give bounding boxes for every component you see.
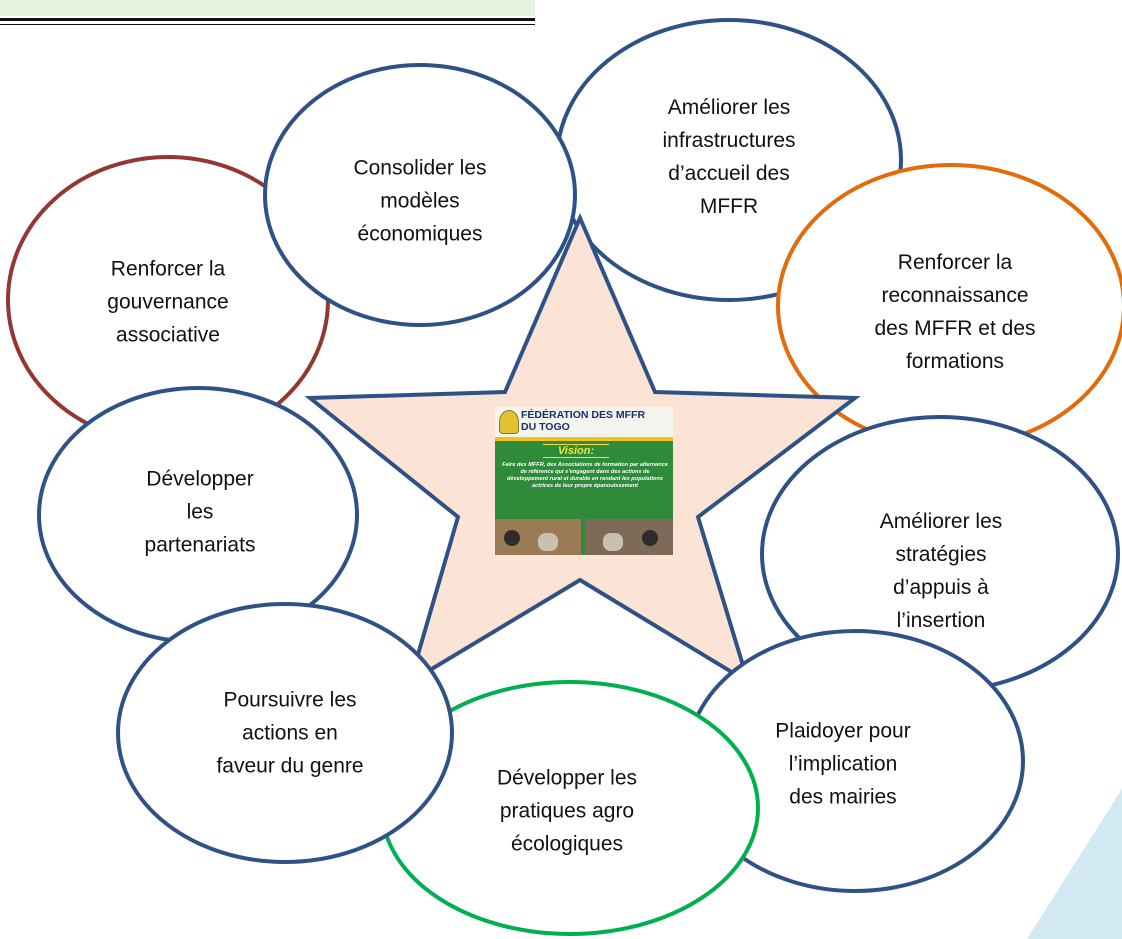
poster-title-line2: DU TOGO [521,421,570,433]
person-shape [503,529,520,546]
person-shape [602,533,623,552]
label-line: Renforcer la [110,257,226,281]
label-line: Renforcer la [897,251,1013,274]
label-line: Poursuivre les [223,688,357,712]
label-line: Améliorer les [879,510,1003,533]
photo-classroom-right [585,519,673,555]
label-insertion: Améliorer les stratégies d’appuis à l’inser… [880,505,1003,637]
label-line: Améliorer les [667,96,791,119]
poster-title: FÉDÉRATION DES MFFR DU TOGO [521,409,645,433]
label-mairies: Plaidoyer pour l’implication des mairies [775,715,910,814]
label-line: économiques [357,222,483,246]
poster-vision-text: Faire des MFFR, des Associations de form… [502,462,668,489]
label-line: les [186,500,214,524]
label-line: Plaidoyer pour [775,719,911,743]
person-shape [538,533,558,552]
header-rule [0,18,535,21]
label-line: actions en [242,721,338,745]
label-line: pratiques agro [499,799,635,823]
label-line: des MFFR et des [874,317,1036,340]
label-agroecologie: Développer les pratiques agro écologiques [497,762,637,861]
label-partenariats: Développer les partenariats [145,463,256,562]
label-line: reconnaissance [881,284,1029,307]
label-line: MFFR [699,195,759,218]
vision-poster: FÉDÉRATION DES MFFR DU TOGO Vision: Fair… [495,407,673,555]
poster-photos [495,517,673,555]
label-line: gouvernance [107,290,229,314]
person-shape [642,529,659,546]
poster-title-line1: FÉDÉRATION DES MFFR [521,409,646,421]
label-line: des mairies [789,785,897,809]
photo-classroom-left [495,519,581,555]
label-line: l’implication [788,752,898,776]
poster-vision-label: Vision: [543,444,609,458]
label-line: modèles [380,189,460,213]
label-reconnaissance: Renforcer la reconnaissance des MFFR et de… [874,246,1035,378]
label-line: l’insertion [896,609,986,632]
label-line: écologiques [510,832,624,856]
label-line: associative [116,323,220,347]
label-line: formations [905,350,1005,373]
ellipse-modeles [263,63,577,327]
logo-icon [499,410,519,434]
label-modeles: Consolider les modèles économiques [353,152,486,251]
header-rule-thin [0,24,535,25]
label-line: faveur du genre [216,754,364,778]
label-infrastructures: Améliorer les infrastructures d’accueil de… [662,91,795,223]
poster-header: FÉDÉRATION DES MFFR DU TOGO [495,407,673,441]
ellipse-genre [116,602,454,864]
label-line: infrastructures [662,129,796,152]
label-line: partenariats [144,533,256,557]
corner-decoration [1027,789,1122,939]
label-line: Développer [146,467,254,491]
label-line: d’accueil des [668,162,790,185]
label-line: stratégies [895,543,987,566]
header-band [0,0,535,16]
label-gouvernance: Renforcer la gouvernance associative [107,253,228,352]
label-line: Développer les [496,766,638,790]
label-genre: Poursuivre les actions en faveur du genre [216,684,363,783]
label-line: Consolider les [353,156,487,180]
label-line: d’appuis à [893,576,989,599]
